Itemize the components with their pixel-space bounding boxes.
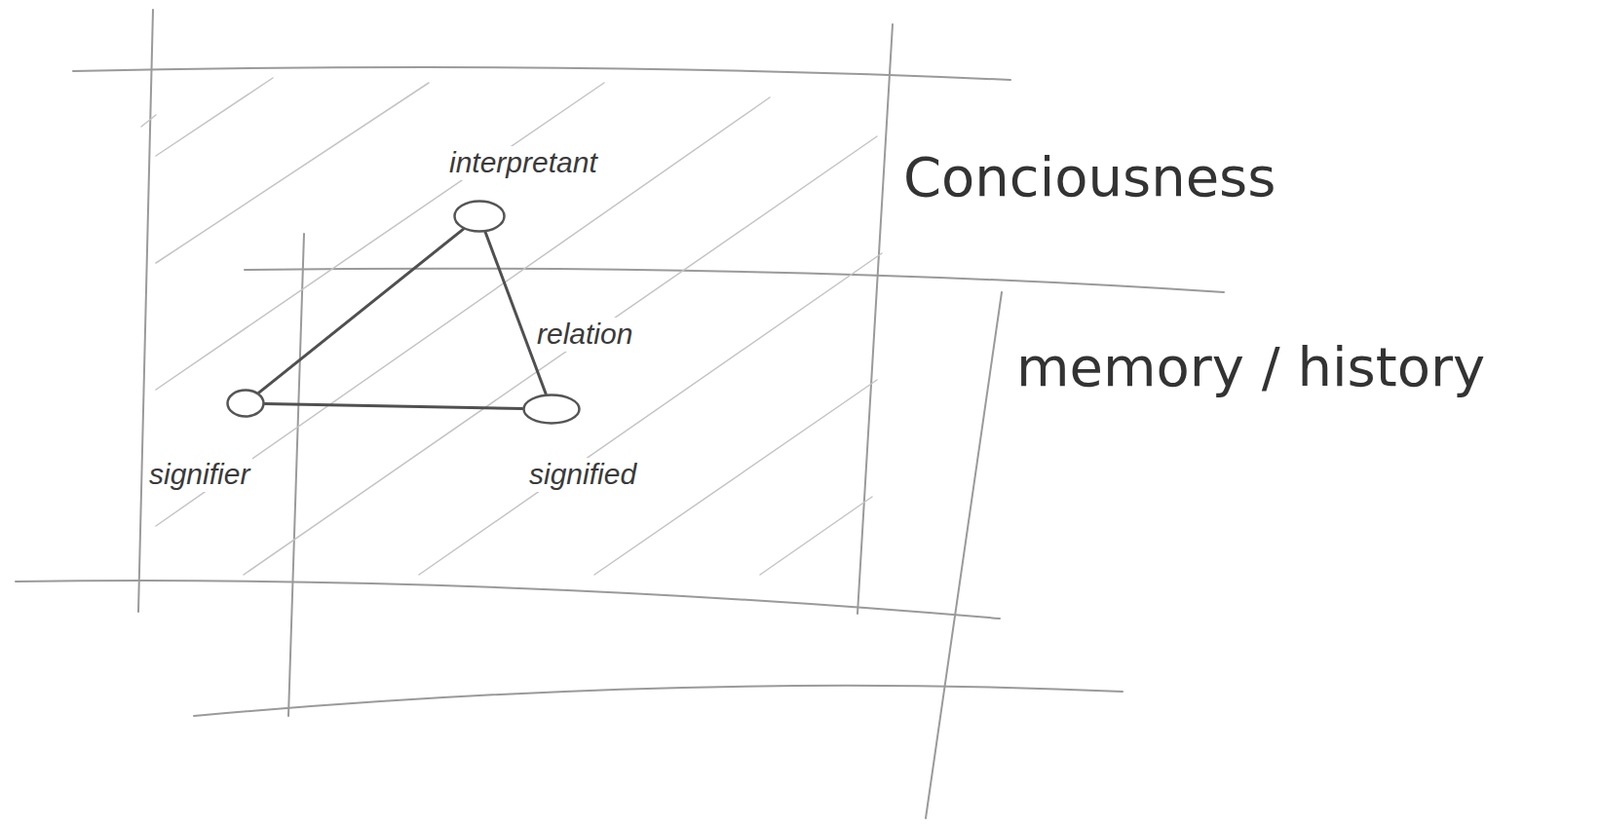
frame-line <box>857 24 893 614</box>
frame-line <box>925 292 1002 819</box>
region-label: Conciousness <box>900 146 1279 209</box>
node-ellipse <box>453 199 506 233</box>
node-ellipse <box>226 388 266 419</box>
relation-line <box>259 228 464 393</box>
node-label: interpretant <box>446 146 601 181</box>
edge-label: relation <box>533 317 636 352</box>
frame-line <box>15 580 1000 619</box>
node-label: signified <box>526 457 640 493</box>
relation-line <box>485 232 546 395</box>
node-ellipse <box>522 393 581 425</box>
sign-node: interpretant <box>453 199 506 233</box>
hatching <box>141 77 882 575</box>
sign-node: signifier <box>226 388 266 419</box>
frame-line <box>138 9 153 612</box>
node-label: signifier <box>146 457 253 493</box>
frame-line <box>244 268 1224 293</box>
frame-line <box>193 685 1123 717</box>
relation-line <box>265 403 523 409</box>
frame-line <box>73 67 1011 80</box>
frame-line <box>288 233 305 717</box>
sign-node: signified <box>522 393 581 425</box>
region-label: memory / history <box>1013 336 1488 399</box>
